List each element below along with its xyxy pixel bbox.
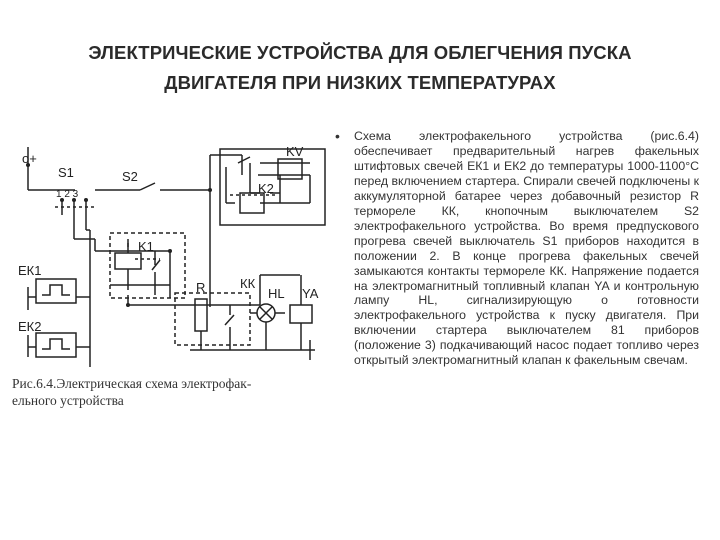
label-s1-positions: 1 2 3	[56, 189, 79, 200]
label-k1: K1	[138, 239, 154, 254]
title-line-2: ДВИГАТЕЛЯ ПРИ НИЗКИХ ТЕМПЕРАТУРАХ	[164, 72, 556, 93]
label-power: о+	[22, 151, 37, 166]
body-paragraph: Схема электрофакельного устройства (рис.…	[354, 129, 699, 368]
label-kv: KV	[286, 144, 304, 159]
label-r: R	[196, 280, 205, 295]
label-kk: КК	[240, 276, 256, 291]
caption-line-2: ельного устройства	[12, 393, 124, 408]
label-s2: S2	[122, 169, 138, 184]
label-ek1: ЕК1	[18, 263, 41, 278]
slide-title: ЭЛЕКТРИЧЕСКИЕ УСТРОЙСТВА ДЛЯ ОБЛЕГЧЕНИЯ …	[40, 38, 680, 98]
circuit-diagram: о+ S1 1 2 3 S2 KV K2 K1 ЕК1 ЕК2 R КК HL …	[18, 144, 326, 367]
label-ek2: ЕК2	[18, 319, 41, 334]
label-s1: S1	[58, 165, 74, 180]
caption-line-1: Рис.6.4.Электрическая схема электрофак-	[12, 376, 252, 391]
label-k2: K2	[258, 181, 274, 196]
label-ya: YA	[302, 286, 319, 301]
figure-caption: Рис.6.4.Электрическая схема электрофак- …	[12, 375, 342, 409]
title-line-1: ЭЛЕКТРИЧЕСКИЕ УСТРОЙСТВА ДЛЯ ОБЛЕГЧЕНИЯ …	[88, 42, 632, 63]
bullet-marker: •	[335, 128, 340, 144]
label-hl: HL	[268, 286, 285, 301]
